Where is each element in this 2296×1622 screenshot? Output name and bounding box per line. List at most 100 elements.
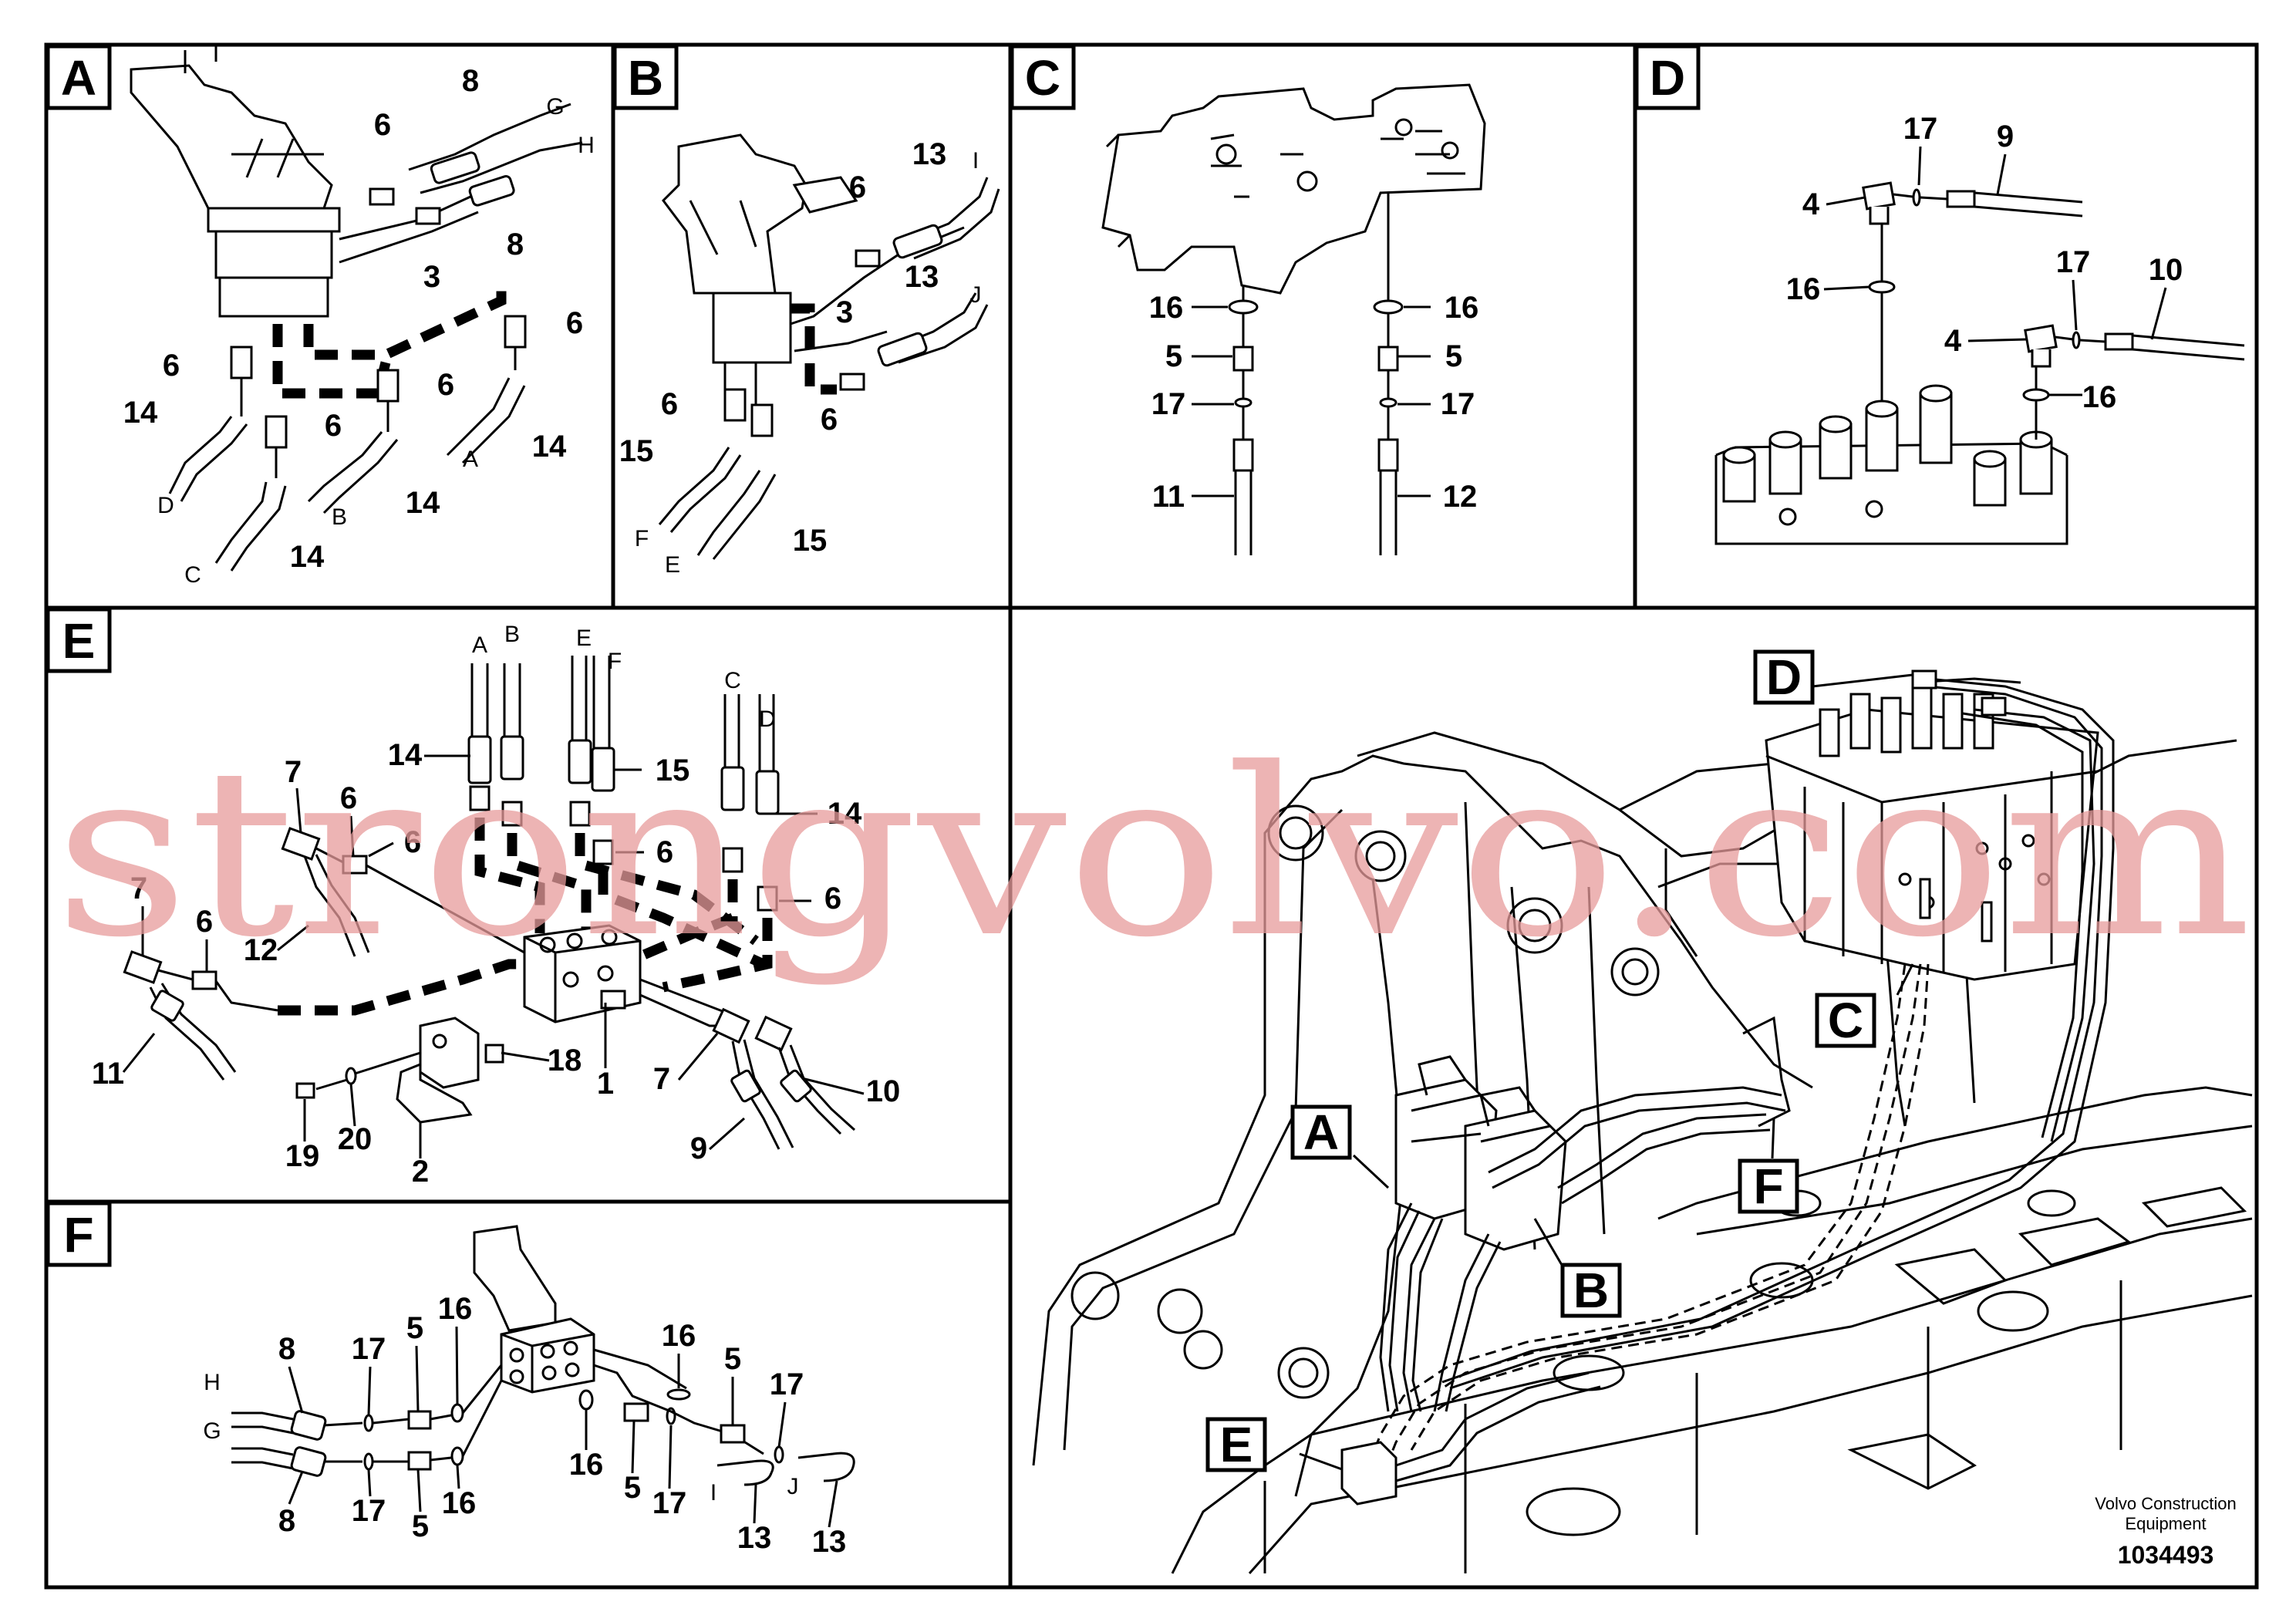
callout-e-7-left: 7 bbox=[130, 872, 147, 905]
overview-label-b: B bbox=[1573, 1263, 1609, 1318]
callout-c-17-left: 17 bbox=[1151, 387, 1186, 421]
callout-e-18: 18 bbox=[548, 1044, 582, 1077]
callout-e-6-left: 6 bbox=[196, 905, 213, 939]
callout-d-17-bottom: 17 bbox=[2056, 245, 2091, 279]
callout-b-13-top: 13 bbox=[912, 137, 947, 171]
callout-a-6-left: 6 bbox=[163, 349, 180, 383]
callout-c-5-right: 5 bbox=[1445, 339, 1462, 373]
letter-e-a: A bbox=[472, 632, 487, 658]
letter-e-d: D bbox=[759, 706, 776, 732]
callout-f-13-left: 13 bbox=[737, 1521, 772, 1555]
callout-b-13-mid: 13 bbox=[905, 260, 939, 294]
letter-e-e: E bbox=[576, 626, 592, 651]
overview-labels: A B C D E F bbox=[1205, 649, 1876, 1472]
callout-f-8-bottom: 8 bbox=[278, 1504, 295, 1538]
callout-c-5-left: 5 bbox=[1165, 339, 1182, 373]
letter-a-g: G bbox=[546, 94, 564, 120]
pilot-valve-a bbox=[130, 46, 341, 318]
callout-e-7-bottom: 7 bbox=[653, 1062, 670, 1096]
callout-e-20: 20 bbox=[338, 1122, 373, 1156]
callout-c-11: 11 bbox=[1152, 480, 1185, 514]
callout-d-10: 10 bbox=[2149, 253, 2183, 287]
callout-f-17-top-right: 17 bbox=[770, 1367, 804, 1401]
callout-e-19: 19 bbox=[285, 1139, 320, 1173]
frame-overview bbox=[1008, 605, 2259, 1590]
panel-label-c: C bbox=[1025, 50, 1060, 106]
panel-c-callouts: 16 16 5 5 17 17 11 12 bbox=[1149, 291, 1479, 514]
callout-c-17-right: 17 bbox=[1441, 387, 1475, 421]
frame-a bbox=[44, 42, 615, 610]
callout-e-6-mid: 6 bbox=[404, 825, 421, 859]
letter-e-b: B bbox=[504, 622, 520, 647]
callout-a-14-mid: 14 bbox=[406, 486, 440, 520]
letter-e-c: C bbox=[724, 668, 741, 693]
letter-b-i: I bbox=[973, 148, 979, 174]
main-control-valve bbox=[1765, 685, 2099, 981]
letter-f-j: J bbox=[787, 1474, 799, 1499]
panel-c bbox=[1101, 83, 1486, 555]
callout-d-16-top: 16 bbox=[1786, 272, 1821, 306]
overview-label-f: F bbox=[1753, 1158, 1783, 1214]
callout-e-6-top: 6 bbox=[340, 781, 357, 815]
callout-e-1: 1 bbox=[597, 1067, 614, 1101]
callout-a-6-top: 6 bbox=[374, 108, 391, 142]
panel-a bbox=[130, 46, 583, 572]
letter-a-b: B bbox=[332, 504, 347, 530]
panel-e-callouts: A B E F C D 14 15 14 7 6 6 6 6 7 6 12 11… bbox=[92, 622, 900, 1189]
credit-line-1: Volvo Construction bbox=[2095, 1494, 2236, 1513]
callout-e-2: 2 bbox=[412, 1155, 429, 1189]
panel-d-callouts: 17 9 4 16 17 10 4 16 bbox=[1786, 112, 2183, 414]
letter-a-c: C bbox=[184, 562, 201, 588]
watermark: strongvolvo.com bbox=[54, 719, 2252, 988]
callout-c-16-right: 16 bbox=[1445, 291, 1479, 325]
callout-e-15: 15 bbox=[656, 754, 690, 787]
panel-label-boxes: A B C D E F bbox=[46, 44, 1701, 1267]
panel-f-callouts: H G I J 8 8 17 17 5 5 16 16 16 16 5 5 17… bbox=[203, 1292, 846, 1559]
elbow-fitting-d-bottom bbox=[2022, 324, 2245, 440]
control-valve-c bbox=[1101, 83, 1486, 295]
panel-label-f: F bbox=[63, 1207, 93, 1263]
overview-label-c: C bbox=[1828, 993, 1863, 1048]
callout-b-15-left: 15 bbox=[619, 434, 654, 468]
bracket-e bbox=[295, 1017, 504, 1124]
callout-f-5-top-left: 5 bbox=[406, 1311, 423, 1345]
letter-f-i: I bbox=[710, 1480, 716, 1506]
callout-d-16-bottom: 16 bbox=[2082, 380, 2117, 414]
panel-f bbox=[231, 1225, 855, 1486]
callout-e-6-right: 6 bbox=[824, 882, 841, 916]
callout-e-14-left: 14 bbox=[388, 738, 423, 772]
callout-e-7-top: 7 bbox=[285, 755, 302, 789]
callout-c-12: 12 bbox=[1443, 480, 1478, 514]
letter-a-h: H bbox=[578, 133, 595, 158]
callout-e-12: 12 bbox=[244, 933, 278, 967]
letter-b-f: F bbox=[635, 526, 649, 551]
panel-label-e: E bbox=[62, 613, 96, 669]
callout-a-6-center: 6 bbox=[325, 409, 342, 443]
callout-f-16-top-left: 16 bbox=[438, 1292, 473, 1326]
overview-pilot-valves bbox=[1394, 1055, 1567, 1251]
callout-f-16-bottom-left: 16 bbox=[442, 1486, 477, 1520]
callout-f-17-bottom-right: 17 bbox=[652, 1486, 687, 1520]
letter-b-j: J bbox=[970, 282, 982, 308]
manifold-bracket-f bbox=[473, 1225, 595, 1394]
callout-f-5-top-right: 5 bbox=[724, 1342, 741, 1376]
pilot-valve-b bbox=[662, 133, 858, 364]
elbow-fitting-d-top bbox=[1862, 181, 2083, 401]
callout-a-8-top: 8 bbox=[462, 64, 479, 98]
callout-f-16-top-right: 16 bbox=[662, 1319, 696, 1353]
callout-d-4-bottom: 4 bbox=[1944, 324, 1962, 358]
callout-a-8-bottom: 8 bbox=[507, 228, 524, 261]
callout-a-3: 3 bbox=[423, 260, 440, 294]
letter-a-a: A bbox=[463, 447, 478, 472]
panel-b bbox=[658, 133, 1000, 560]
overview-machine bbox=[1032, 669, 2253, 1574]
callout-f-13-right: 13 bbox=[812, 1525, 847, 1559]
callout-f-16-bottom-right: 16 bbox=[569, 1448, 604, 1482]
callout-b-6-right: 6 bbox=[821, 403, 838, 437]
panel-label-a: A bbox=[61, 50, 96, 106]
letter-a-d: D bbox=[157, 493, 174, 518]
callout-a-14-bottom: 14 bbox=[290, 540, 325, 574]
callout-f-5-bottom-right: 5 bbox=[624, 1471, 641, 1505]
letter-f-h: H bbox=[204, 1370, 221, 1395]
